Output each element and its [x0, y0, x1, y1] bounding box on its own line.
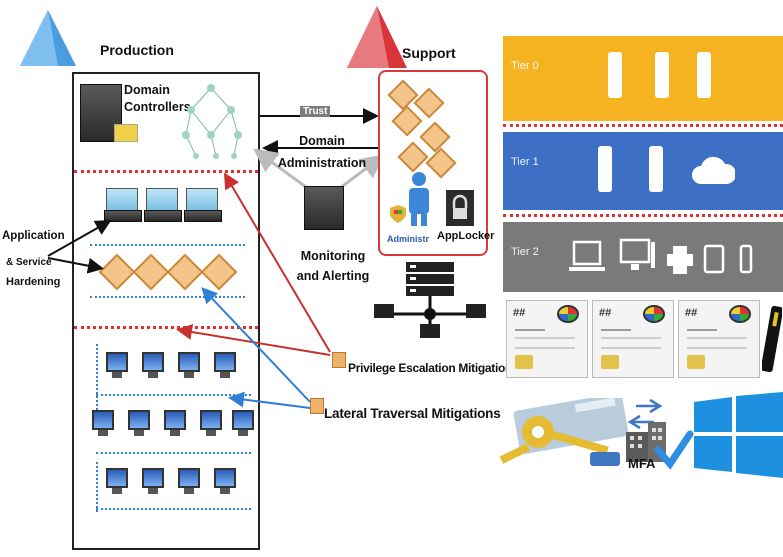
blue-divider	[96, 462, 98, 512]
printer-icon	[667, 246, 693, 274]
app-hardening-label-1: Application	[2, 230, 65, 242]
workstation-icon	[92, 410, 114, 436]
card-chip-icon	[515, 355, 533, 369]
tablet-icon	[703, 244, 725, 274]
production-triangle-icon	[20, 10, 76, 66]
blue-divider	[96, 452, 251, 454]
card-logo-icon	[557, 305, 579, 323]
desktop-icon	[619, 238, 655, 270]
smart-card: ##	[506, 300, 588, 378]
support-triangle-icon	[347, 6, 407, 68]
mitigation-icon	[310, 398, 324, 414]
tier-1-band: Tier 1	[503, 132, 783, 210]
tier-2-band: Tier 2	[503, 222, 783, 292]
shield-icon	[390, 205, 406, 223]
app-hardening-label-3: Hardening	[6, 276, 61, 288]
applocker-label: AppLocker	[437, 230, 495, 242]
server-icon	[697, 52, 711, 98]
blue-divider	[90, 244, 245, 246]
windows-logo-icon	[694, 392, 783, 478]
tier-1-label: Tier 1	[511, 156, 539, 168]
key-icon	[499, 398, 629, 466]
workstation-icon	[178, 468, 200, 494]
card-hash: ##	[599, 307, 612, 319]
red-divider	[503, 214, 783, 217]
server-icon	[608, 52, 622, 98]
card-line	[515, 337, 575, 339]
domain-controllers-label: Domain Controllers	[124, 83, 191, 114]
folder-icon	[114, 124, 138, 142]
red-divider	[74, 326, 258, 329]
card-line	[687, 329, 717, 331]
server-icon	[655, 52, 669, 98]
tier-0-label: Tier 0	[511, 60, 539, 72]
workstation-icon	[178, 352, 200, 378]
phone-icon	[739, 244, 753, 274]
workstation-icon	[214, 468, 236, 494]
card-line	[601, 337, 661, 339]
red-divider	[74, 170, 258, 173]
workstation-icon	[142, 468, 164, 494]
administrator-label: Administr	[387, 234, 430, 244]
mitigation-icon	[332, 352, 346, 368]
lateral-traversal-label: Lateral Traversal Mitigations	[324, 406, 501, 421]
domain-administration-label: Domain Administration	[277, 134, 367, 170]
card-line	[687, 337, 747, 339]
blue-divider	[96, 344, 98, 414]
smart-card: ##	[592, 300, 674, 378]
card-line	[515, 329, 545, 331]
card-line	[601, 329, 631, 331]
cloud-icon	[692, 156, 735, 184]
app-hardening-label-2: & Service	[6, 257, 52, 268]
mfa-label: MFA	[628, 456, 656, 471]
network-icon	[374, 262, 486, 338]
server-base-icon	[144, 210, 182, 222]
workstation-icon	[128, 410, 150, 436]
card-line	[687, 347, 747, 349]
server-icon	[598, 146, 612, 192]
card-logo-icon	[643, 305, 665, 323]
card-hash: ##	[685, 307, 698, 319]
privilege-escalation-label: Privilege Escalation Mitigations	[348, 361, 519, 375]
user-icon	[409, 172, 429, 226]
smart-card: ##	[678, 300, 760, 378]
card-line	[601, 347, 661, 349]
card-logo-icon	[729, 305, 751, 323]
workstation-icon	[200, 410, 222, 436]
server-icon	[649, 146, 663, 192]
workstation-icon	[142, 352, 164, 378]
checkmark-icon	[654, 430, 694, 470]
blue-divider	[96, 394, 251, 396]
trust-label: Trust	[300, 106, 331, 117]
support-title: Support	[402, 45, 456, 61]
lock-icon	[446, 190, 474, 226]
usb-key-icon	[762, 305, 782, 373]
card-chip-icon	[687, 355, 705, 369]
workstation-icon	[106, 352, 128, 378]
blue-divider	[90, 296, 245, 298]
workstation-icon	[164, 410, 186, 436]
card-chip-icon	[601, 355, 619, 369]
workstation-icon	[106, 468, 128, 494]
network-diagram-icon	[182, 84, 242, 159]
server-base-icon	[184, 210, 222, 222]
laptop-icon	[569, 240, 605, 271]
tier-2-label: Tier 2	[511, 246, 539, 258]
tier-0-band: Tier 0	[503, 36, 783, 121]
production-title: Production	[100, 42, 174, 58]
blue-divider	[96, 508, 251, 510]
card-hash: ##	[513, 307, 526, 319]
workstation-icon	[214, 352, 236, 378]
monitoring-alerting-label: Monitoring and Alerting	[296, 249, 370, 283]
red-divider	[503, 124, 783, 127]
monitoring-server-icon	[304, 186, 344, 230]
card-line	[515, 347, 575, 349]
server-base-icon	[104, 210, 142, 222]
workstation-icon	[232, 410, 254, 436]
